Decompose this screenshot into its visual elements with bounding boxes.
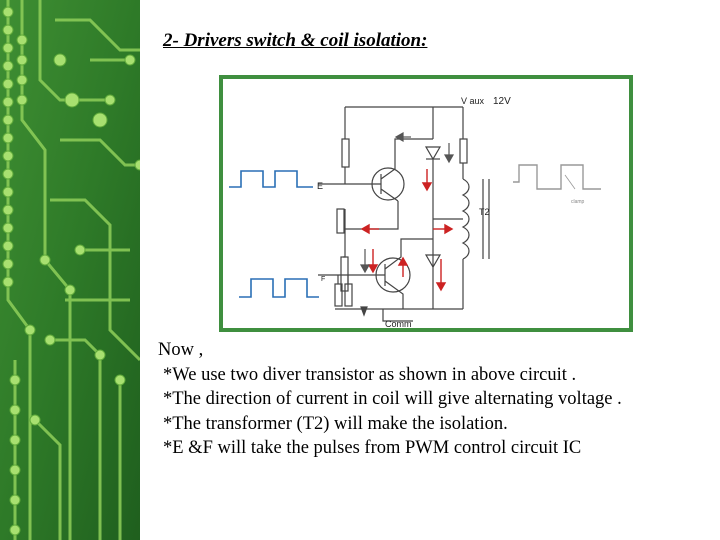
voltage-label: 12V [493, 96, 511, 107]
body-text: Now , *We use two diver transistor as sh… [158, 338, 718, 461]
body-line: *The direction of current in coil will g… [163, 389, 622, 409]
diode-upper [424, 146, 442, 161]
transformer-primary [461, 178, 470, 260]
body-line: *We use two diver transistor as shown in… [163, 364, 577, 385]
input-waveform-e [229, 170, 313, 188]
body-line: *E &F will take the pulses from PWM cont… [163, 438, 582, 458]
input-waveform-f [239, 278, 319, 298]
waveform-annotation: clamp [571, 199, 585, 205]
circuit-diagram: V aux 12V E F T2 Comm clamp [219, 75, 633, 332]
input-e-label: E [317, 181, 323, 191]
slide-title: 2- Drivers switch & coil isolation: [163, 30, 428, 51]
output-waveform [513, 164, 601, 190]
transformer-label: T2 [479, 207, 490, 217]
sidebar-decoration [0, 0, 140, 540]
body-line: *The transformer (T2) will make the isol… [163, 413, 508, 434]
vaux-label: V aux [461, 96, 485, 106]
input-f-label: F [321, 276, 325, 283]
resistor-top [341, 138, 350, 168]
common-label: Comm [385, 319, 412, 328]
circuit-board-background [0, 0, 140, 540]
driver-circuit-schematic: V aux 12V E F T2 Comm clamp [229, 96, 601, 328]
body-line: Now , [158, 340, 204, 360]
